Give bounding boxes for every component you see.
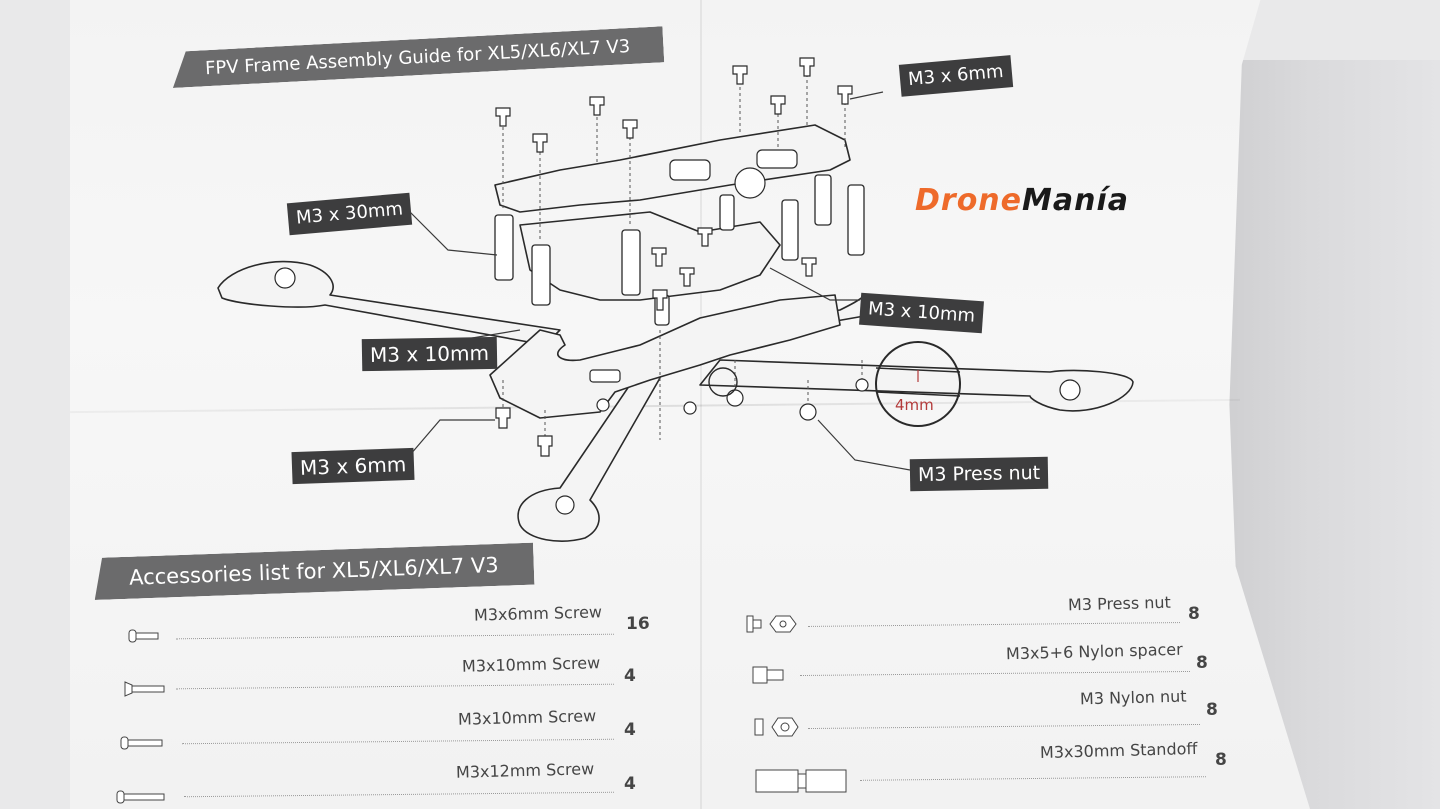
accessory-qty: 8 [1196,653,1208,673]
callout-m3-press-nut: M3 Press nut [909,456,1049,492]
accessory-name: M3 Nylon nut [1079,686,1187,709]
standoff-icon [755,769,847,793]
accessory-qty: 4 [624,720,636,740]
accessories-title: Accessories list for XL5/XL6/XL7 V3 [128,552,500,590]
accessory-qty: 16 [626,614,650,634]
accessory-qty: 8 [1206,700,1218,720]
press-nut-icon [746,615,797,633]
accessory-name: M3x12mm Screw [455,759,595,782]
callout-m3x10-left: M3 x 10mm [361,336,498,372]
rear-right-arm [699,359,1134,412]
accessory-name: M3x10mm Screw [461,653,601,676]
callout-m3x6-bottom: M3 x 6mm [291,447,415,485]
accessory-qty: 4 [624,666,636,686]
front-left-arm [217,260,561,346]
accessory-qty: 8 [1215,750,1227,770]
nylon-spacer-icon [752,666,784,684]
button-head-screw-icon [128,629,159,643]
paper-fold-vertical [700,0,702,809]
button-head-screw-icon [116,790,165,804]
bottom-plate [489,294,841,419]
nylon-nut-icon [754,717,799,737]
dronemania-logo: DroneManía [915,183,1129,218]
detail-thickness-label: 4mm [895,396,934,414]
center-plate [519,211,781,301]
button-head-screw-icon [120,736,163,750]
accessory-qty: 8 [1188,604,1200,624]
accessory-qty: 4 [624,774,636,794]
countersunk-screw-icon [124,681,165,697]
accessory-name: M3 Press nut [1067,592,1172,615]
accessory-name: M3x6mm Screw [473,602,603,625]
rear-left-arm [517,369,661,542]
accessory-name: M3x10mm Screw [457,706,597,729]
